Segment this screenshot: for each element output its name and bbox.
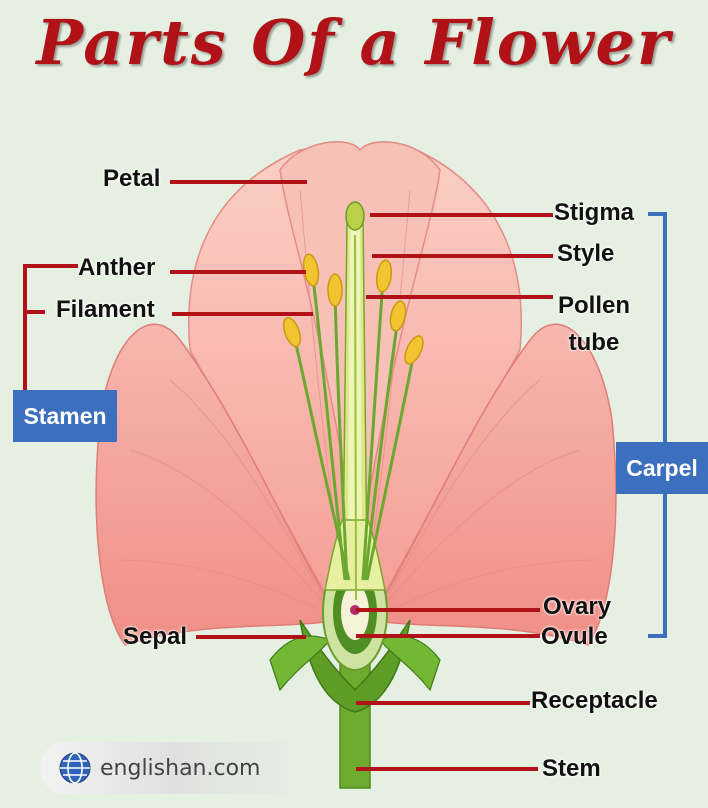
label-sepal: Sepal xyxy=(123,623,188,650)
label-stem: Stem xyxy=(542,755,601,782)
label-filament: Filament xyxy=(56,296,155,323)
label-ovule: Ovule xyxy=(541,623,608,650)
leader-lines xyxy=(170,180,553,771)
page-title: Parts Of a Flower xyxy=(36,6,672,79)
label-stigma: Stigma xyxy=(554,199,635,226)
globe-icon xyxy=(59,752,91,784)
site-logo: englishan.com xyxy=(40,742,310,794)
label-ovary: Ovary xyxy=(543,593,612,620)
label-anther: Anther xyxy=(78,254,156,281)
stamen-bracket xyxy=(23,264,78,392)
label-receptacle: Receptacle xyxy=(531,687,658,714)
side-petals xyxy=(95,189,617,646)
label-petal: Petal xyxy=(103,165,161,192)
label-pollen-tube: Pollen tube xyxy=(557,292,630,356)
sepal-shape xyxy=(269,619,441,713)
website-text: englishan.com xyxy=(100,755,261,781)
stamens xyxy=(282,253,424,581)
carpel-bracket xyxy=(648,212,667,638)
label-style: Style xyxy=(557,240,615,267)
carpel-group-box: Carpel xyxy=(616,442,708,494)
stamen-group-box: Stamen xyxy=(13,390,117,442)
